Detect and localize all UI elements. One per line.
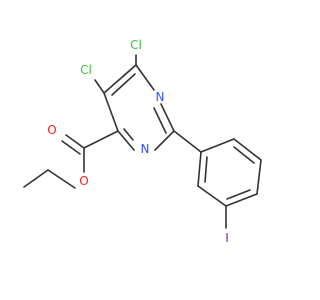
bond-n1-c2-inner: [153, 107, 167, 134]
atom-labels: Cl Cl N N O O I: [47, 38, 229, 245]
bond-ar6-ar1: [197, 151, 202, 187]
bond-c4-carbonyl: [83, 130, 119, 149]
nitrogen-label: N: [141, 142, 150, 156]
bond-c2-n3: [154, 130, 175, 151]
bond-c5-cl: [94, 79, 105, 94]
bond-ar6-ar1-inner: [204, 156, 208, 183]
nitrogen-label: N: [156, 90, 165, 104]
carbonyl-oxygen-label: O: [47, 123, 56, 137]
chlorine-label: Cl: [80, 63, 92, 77]
bond-ar4-ar5-inner: [226, 189, 251, 200]
bond-c6-n1: [135, 64, 155, 91]
bond-oester-ch2: [47, 169, 76, 189]
bond-ar3-ar4: [256, 159, 262, 195]
bond-carbonyl-o-b: [61, 140, 81, 155]
bond-ar2-ar3: [233, 138, 262, 161]
bond-carbonyl-o-a: [65, 134, 85, 149]
bond-c5-c6: [103, 64, 137, 94]
bonds: [23, 54, 262, 229]
bond-c4-c5: [103, 92, 119, 132]
bond-c2-aryl: [173, 130, 202, 153]
bond-n3-c4: [117, 130, 135, 151]
molecule-diagram: Cl Cl N N O O I: [23, 38, 262, 245]
bond-c5-c6-inner: [111, 73, 136, 96]
bond-n1-c2: [160, 103, 175, 132]
bond-ar4-ar5: [225, 193, 258, 207]
bond-ar5-ar6: [197, 185, 227, 207]
bond-ch2-ch3: [23, 169, 49, 188]
bond-n3-c4-inner: [123, 128, 134, 141]
ester-oxygen-label: O: [79, 174, 88, 188]
iodine-label: I: [225, 231, 229, 245]
chlorine-label: Cl: [130, 38, 142, 52]
bond-ar2-ar3-inner: [233, 146, 255, 164]
bond-ar1-ar2: [200, 138, 235, 153]
